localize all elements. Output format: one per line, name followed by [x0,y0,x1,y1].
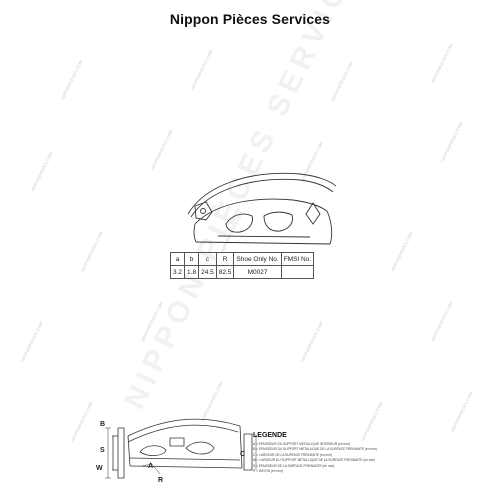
spec-table: a b c R Shoe Only No. FMSI No. 3.2 1.8 2… [169,252,315,279]
legend-line-r: R = RAYON (en mm) [253,469,283,474]
spec-cell-b: 1.8 [184,265,200,279]
spec-cell-fmsi-no [280,265,315,279]
label-s: S [100,447,105,454]
legend-line-s: S = EPAISSEUR DE LA SURFACE FREINANTE (e… [253,463,335,468]
legend-line-w: W = LARGEUR DU SUPPORT METALLIQUE DE LA … [253,458,376,463]
legend-line-a: A = EPAISSEUR DU SUPPORT METALLIQUE INTE… [253,442,350,446]
label-b: B [100,421,105,428]
table-row: 3.2 1.8 24.5 82.5 M0027 [169,265,315,279]
legend-line-b: B = EPAISSEUR DU SUPPORT METALLIQUE DE L… [253,447,377,452]
spec-table-header-row: a b c R Shoe Only No. FMSI No. [169,252,315,266]
legend-panel: LEGENDE A = EPAISSEUR DU SUPPORT METALLI… [253,432,423,474]
page-title: Nippon Pièces Services [169,11,331,27]
label-r: R [158,477,163,484]
label-w: W [96,465,103,472]
label-a: A [148,463,153,470]
label-c: C [240,451,245,458]
legend-line-c: C = LARGEUR DE LA SURFACE FREINANTE (en … [253,452,332,457]
legend-title: LEGENDE [253,432,287,439]
